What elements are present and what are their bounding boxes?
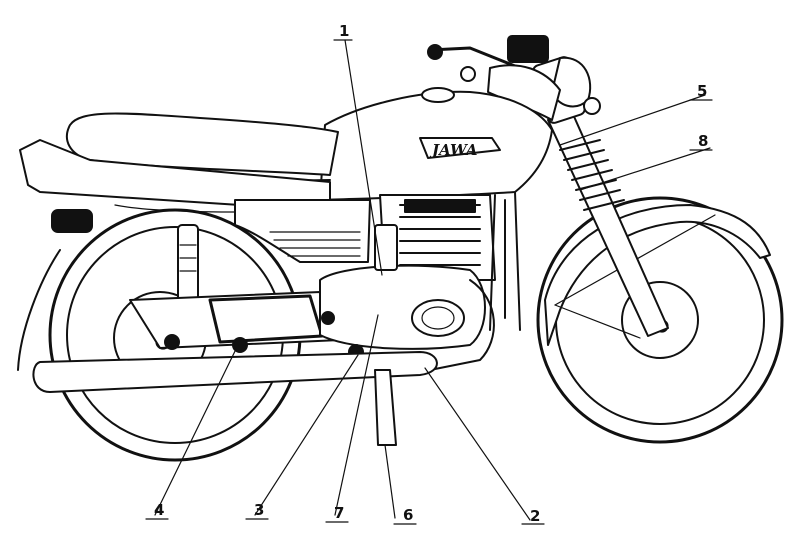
rear-body [19, 139, 371, 263]
callouts: 1 2 3 4 5 6 7 8 [145, 22, 713, 525]
callout-4: 4 [154, 501, 164, 519]
handlebar [427, 35, 601, 121]
exhaust [32, 351, 438, 393]
callout-1: 1 [339, 22, 349, 40]
frame [429, 191, 521, 371]
swingarm [129, 291, 341, 353]
engine [319, 194, 496, 360]
callout-2: 2 [530, 507, 540, 525]
callout-leaders [154, 39, 711, 521]
callout-8: 8 [698, 132, 708, 150]
callout-6: 6 [403, 506, 413, 524]
fuel-tank: JAWA [319, 87, 553, 201]
callout-5: 5 [697, 82, 707, 100]
callout-3: 3 [254, 501, 264, 519]
brand-logo: JAWA [429, 141, 478, 159]
callout-7: 7 [334, 504, 344, 522]
center-stand [374, 369, 397, 446]
